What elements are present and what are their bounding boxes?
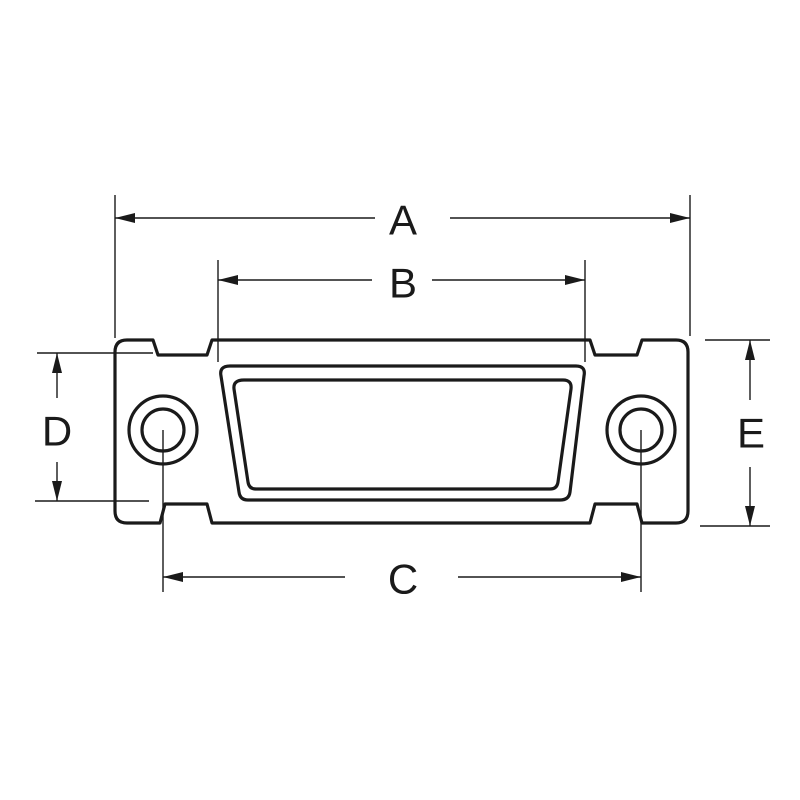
arrow-head bbox=[115, 213, 135, 223]
arrow-head bbox=[565, 275, 585, 285]
dimension-b: B bbox=[217, 260, 586, 362]
dimension-label-d: D bbox=[42, 408, 72, 455]
dimension-label-a: A bbox=[389, 197, 417, 244]
dimension-label-b: B bbox=[389, 260, 417, 307]
dimension-d: D bbox=[35, 352, 153, 502]
arrow-head bbox=[670, 213, 690, 223]
arrow-head bbox=[218, 275, 238, 285]
dimension-e: E bbox=[700, 339, 770, 527]
arrow-head bbox=[745, 506, 755, 526]
dimension-c: C bbox=[162, 430, 642, 603]
dimension-label-c: C bbox=[388, 556, 418, 603]
connector-body bbox=[113, 338, 690, 525]
dimension-label-e: E bbox=[737, 410, 765, 457]
arrow-head bbox=[163, 572, 183, 582]
dimension-a: A bbox=[114, 195, 691, 338]
arrow-head bbox=[52, 481, 62, 501]
d-sub-shell-inner bbox=[232, 378, 573, 491]
arrow-head bbox=[745, 340, 755, 360]
arrow-head bbox=[621, 572, 641, 582]
d-sub-shell-outer bbox=[219, 364, 586, 502]
flange-outline bbox=[113, 338, 690, 525]
arrow-head bbox=[52, 353, 62, 373]
